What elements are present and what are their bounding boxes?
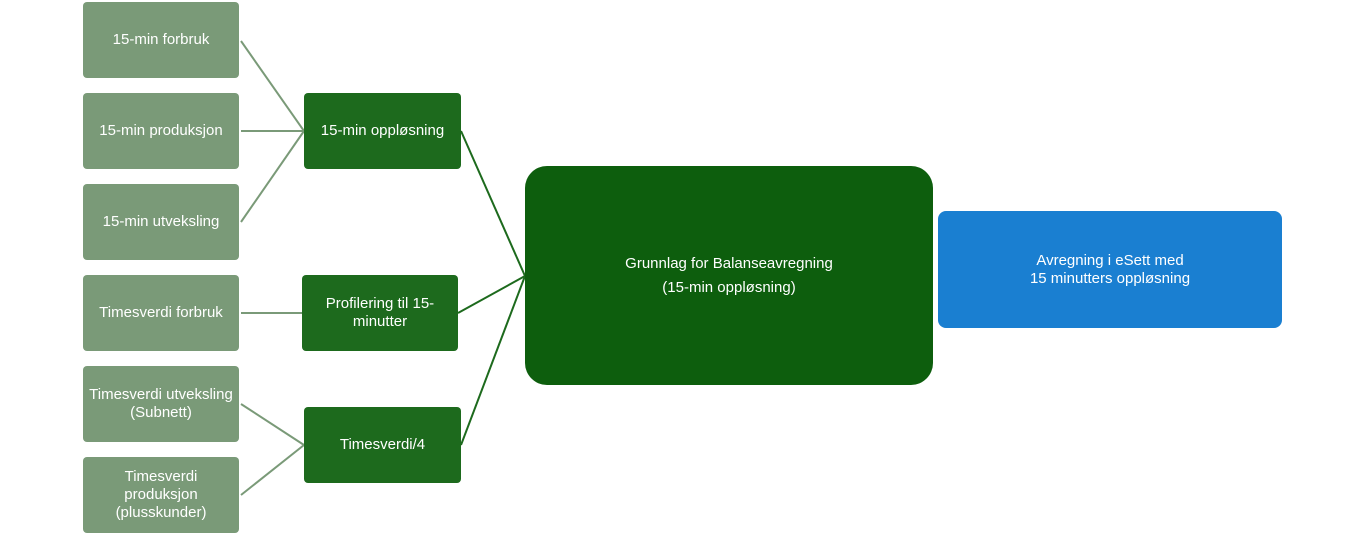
connector-line — [240, 40, 305, 132]
processing-box-timesverdi-delt-paa-4: Timesverdi/4 — [304, 407, 461, 483]
processing-label: Timesverdi/4 — [339, 436, 426, 453]
source-label: Timesverdi utveksling (Subnett) — [89, 386, 233, 421]
connector-line — [460, 275, 526, 446]
settlement-label: Avregning i eSett med 15 minutters opplø… — [1029, 251, 1191, 287]
processing-box-15min-opplosning: 15-min oppløsning — [304, 93, 461, 169]
source-label: 15-min utveksling — [102, 213, 220, 230]
basis-label: Grunnlag for Balanseavregning (15-min op… — [625, 254, 833, 296]
connector-line — [240, 444, 305, 496]
connector-line — [457, 275, 526, 314]
source-box-timesverdi-forbruk: Timesverdi forbruk — [83, 275, 239, 351]
basis-box-balanseavregning: Grunnlag for Balanseavregning (15-min op… — [525, 166, 933, 385]
source-label: 15-min produksjon — [99, 122, 223, 139]
source-box-15min-forbruk: 15-min forbruk — [83, 2, 239, 78]
processing-label: Profilering til 15- minutter — [325, 295, 435, 330]
source-label: 15-min forbruk — [112, 31, 210, 48]
processing-label: 15-min oppløsning — [320, 122, 445, 139]
source-label: Timesverdi forbruk — [99, 304, 223, 321]
source-box-timesverdi-utveksling: Timesverdi utveksling (Subnett) — [83, 366, 239, 442]
source-box-15min-produksjon: 15-min produksjon — [83, 93, 239, 169]
connector-line — [460, 130, 526, 277]
source-box-timesverdi-produksjon: Timesverdi produksjon (plusskunder) — [83, 457, 239, 533]
connector-line — [240, 403, 305, 446]
processing-box-profilering: Profilering til 15- minutter — [302, 275, 458, 351]
connector-line — [240, 130, 305, 223]
source-box-15min-utveksling: 15-min utveksling — [83, 184, 239, 260]
settlement-box-esett: Avregning i eSett med 15 minutters opplø… — [938, 211, 1282, 328]
source-label: Timesverdi produksjon (plusskunder) — [115, 468, 207, 521]
